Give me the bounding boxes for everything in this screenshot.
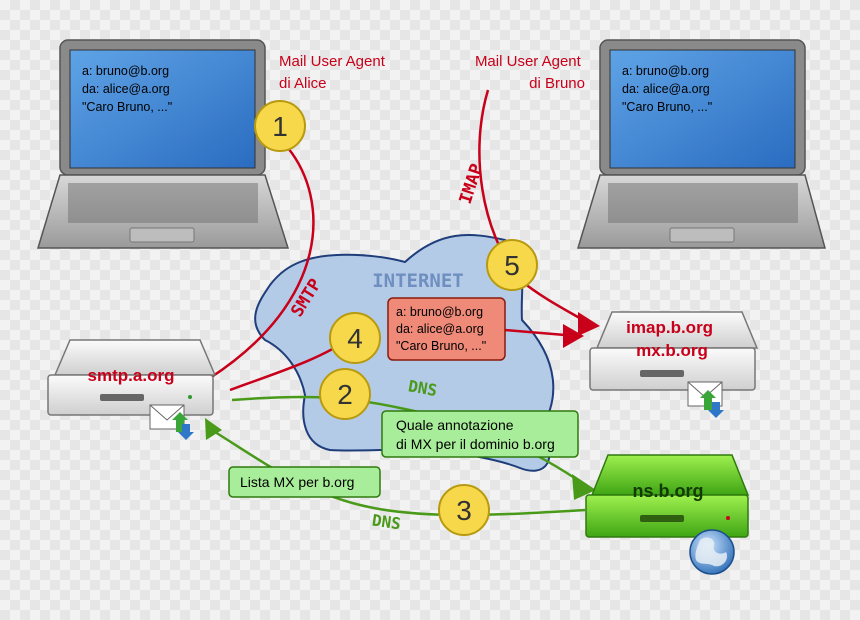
ns-server: ns.b.org — [585, 454, 750, 575]
dns-label-upper: DNS — [407, 376, 439, 400]
mail-icon — [687, 381, 724, 418]
step-badge-5: 5 — [486, 239, 538, 291]
globe-icon — [689, 529, 735, 575]
message-box: a: bruno@b.org da: alice@a.org "Caro Bru… — [387, 297, 506, 361]
imap-arrowhead — [578, 312, 600, 336]
mail-icon — [149, 404, 194, 440]
dns-reply-arrowhead — [205, 418, 222, 440]
imap-mx-server: imap.b.org mx.b.org — [589, 311, 759, 418]
internet-label: INTERNET — [372, 270, 464, 292]
bruno-laptop: a: bruno@b.org da: alice@a.org "Caro Bru… — [576, 39, 826, 249]
mua-alice-label: Mail User Agent di Alice — [279, 53, 389, 92]
svg-text:1: 1 — [272, 111, 288, 142]
ns-server-label: ns.b.org — [633, 481, 704, 501]
svg-text:a: bruno@b.org da: alice: a: bruno@b.org da: alice@a.org "Caro Bru… — [396, 305, 487, 353]
alice-screen-text: a: bruno@b.org da: alice@a.org "Caro Bru… — [82, 64, 173, 114]
dns-reply-text: Lista MX per b.org — [240, 474, 354, 490]
smtp-connection — [209, 147, 315, 380]
svg-text:3: 3 — [456, 495, 472, 526]
bruno-screen-text: a: bruno@b.org da: alice@a.org "Caro Bru… — [622, 64, 713, 114]
step-badge-1: 1 — [254, 100, 306, 152]
step-badge-3: 3 — [438, 484, 490, 536]
imap-server-label: imap.b.org mx.b.org — [626, 318, 718, 360]
step-badge-4: 4 — [329, 312, 381, 364]
relay-connection-right — [504, 328, 566, 337]
step-badge-2: 2 — [319, 368, 371, 420]
svg-text:4: 4 — [347, 323, 363, 354]
dns-query-arrowhead — [572, 474, 596, 500]
relay-arrowhead — [563, 324, 584, 348]
dns-reply-connection — [214, 430, 586, 517]
dns-query-box: Quale annotazione di MX per il dominio b… — [381, 410, 579, 458]
svg-text:5: 5 — [504, 250, 520, 281]
smtp-server: smtp.a.org — [47, 339, 217, 440]
svg-text:2: 2 — [337, 379, 353, 410]
dns-label-lower: DNS — [371, 511, 402, 534]
smtp-server-label: smtp.a.org — [88, 366, 175, 385]
mua-bruno-label: Mail User Agent di Bruno — [475, 53, 585, 92]
alice-laptop: a: bruno@b.org da: alice@a.org "Caro Bru… — [36, 39, 290, 249]
svg-text:Quale annotazione di MX: Quale annotazione di MX per il dominio b… — [396, 417, 555, 452]
dns-reply-box: Lista MX per b.org — [228, 466, 381, 498]
